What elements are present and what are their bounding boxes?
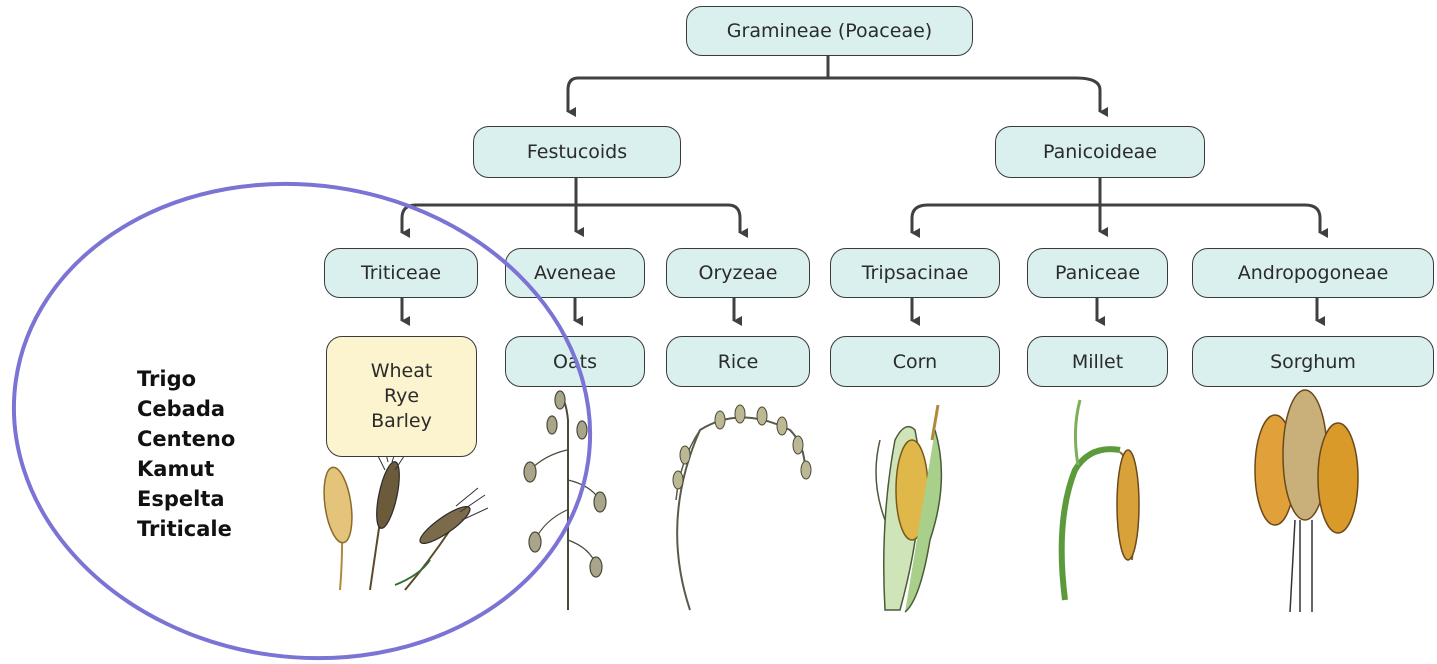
highlight-circle — [0, 0, 1437, 664]
taxonomy-diagram: Gramineae (Poaceae) Festucoids Panicoide… — [0, 0, 1437, 664]
